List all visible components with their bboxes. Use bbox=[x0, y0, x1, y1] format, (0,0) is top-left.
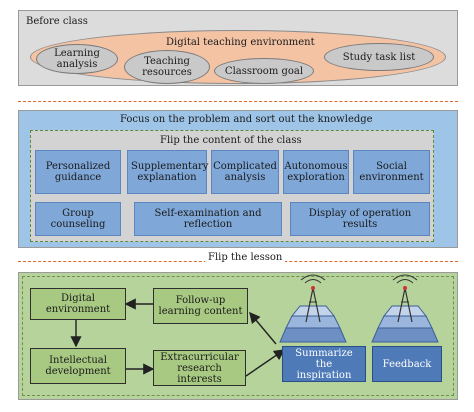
display-results-label: Display of operation results bbox=[308, 208, 412, 230]
flip-lesson-inner-border bbox=[22, 276, 454, 396]
network-tower-icon-1 bbox=[279, 274, 347, 343]
arrow-extracurricular-to-summarize bbox=[245, 349, 286, 377]
self-examination-box: Self-examination and reflection bbox=[134, 202, 282, 236]
intellectual-development-label: Intellectual development bbox=[45, 355, 111, 377]
display-results-box: Display of operation results bbox=[290, 202, 430, 236]
feedback-label: Feedback bbox=[382, 358, 432, 370]
learning-analysis-label: Learning analysis bbox=[54, 48, 100, 70]
flip-content-title: Flip the content of the class bbox=[160, 135, 302, 146]
study-task-list-label: Study task list bbox=[342, 51, 416, 63]
intellectual-development-box: Intellectual development bbox=[30, 348, 126, 384]
extracurricular-box: Extracurricular research interests bbox=[153, 350, 246, 386]
personalized-guidance-box: Personalized guidance bbox=[35, 150, 121, 194]
supplementary-explanation-label: Supplementary explanation bbox=[131, 161, 209, 183]
summarize-inspiration-box: Summarize the inspiration bbox=[282, 346, 366, 382]
arrow-summarize-to-followup bbox=[249, 311, 277, 345]
digital-environment-label: Digital teaching environment bbox=[166, 37, 315, 48]
study-task-list-ellipse: Study task list bbox=[324, 43, 434, 71]
complicated-analysis-label: Complicated analysis bbox=[213, 161, 277, 183]
autonomous-exploration-box: Autonomous exploration bbox=[283, 150, 349, 194]
personalized-guidance-label: Personalized guidance bbox=[45, 161, 111, 183]
digital-environment-box: Digital environment bbox=[30, 288, 126, 320]
complicated-analysis-box: Complicated analysis bbox=[211, 150, 279, 194]
digital-environment-box-label: Digital environment bbox=[45, 293, 111, 315]
social-environment-label: Social environment bbox=[359, 161, 424, 183]
follow-up-learning-label: Follow-up learning content bbox=[158, 295, 243, 317]
supplementary-explanation-box: Supplementary explanation bbox=[127, 150, 209, 194]
classroom-goal-ellipse: Classroom goal bbox=[214, 58, 314, 84]
teaching-resources-label: Teaching resources bbox=[142, 56, 192, 78]
extracurricular-label: Extracurricular research interests bbox=[160, 351, 239, 385]
social-environment-box: Social environment bbox=[353, 150, 430, 194]
before-class-title: Before class bbox=[26, 16, 88, 27]
classroom-goal-label: Classroom goal bbox=[224, 65, 304, 77]
network-tower-icon-2 bbox=[371, 274, 439, 343]
autonomous-exploration-label: Autonomous exploration bbox=[284, 161, 348, 183]
teaching-resources-ellipse: Teaching resources bbox=[124, 50, 210, 84]
learning-analysis-ellipse: Learning analysis bbox=[36, 44, 118, 74]
focus-title: Focus on the problem and sort out the kn… bbox=[120, 114, 373, 125]
summarize-inspiration-label: Summarize the inspiration bbox=[295, 347, 353, 381]
flip-lesson-title: Flip the lesson bbox=[205, 252, 286, 264]
group-counseling-box: Group counseling bbox=[35, 202, 121, 236]
group-counseling-label: Group counseling bbox=[50, 208, 106, 230]
self-examination-label: Self-examination and reflection bbox=[154, 208, 262, 230]
follow-up-learning-box: Follow-up learning content bbox=[153, 288, 248, 324]
feedback-box: Feedback bbox=[372, 346, 442, 382]
separator-top bbox=[18, 101, 458, 102]
